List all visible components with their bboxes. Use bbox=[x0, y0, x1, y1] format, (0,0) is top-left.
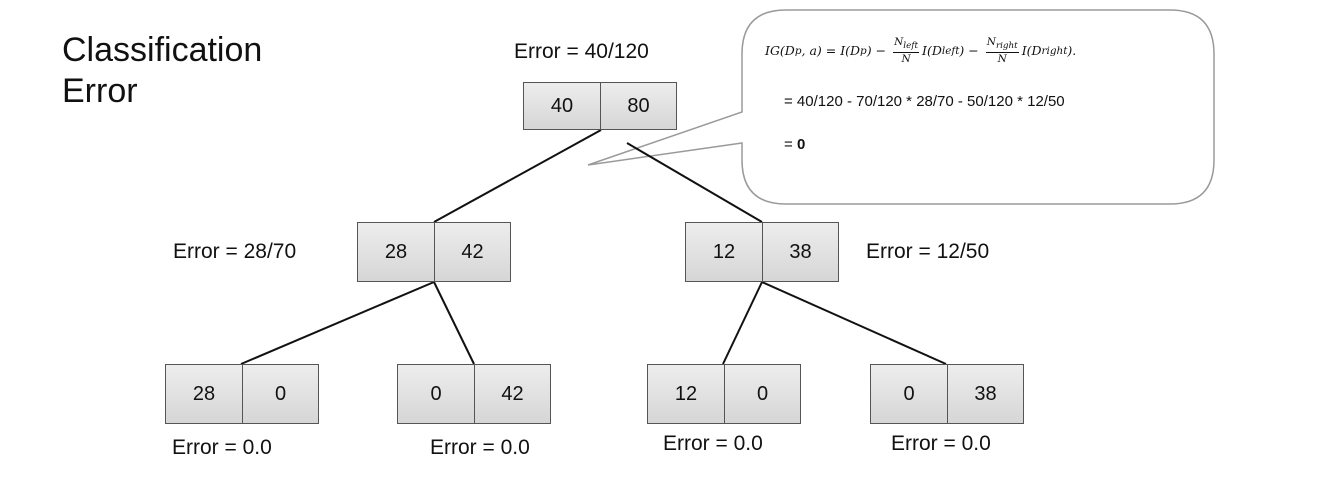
formula-sub: left bbox=[941, 44, 960, 57]
root-error-label: Error = 40/120 bbox=[514, 40, 649, 63]
formula-text: ) bbox=[959, 43, 965, 59]
fraction-left: Nleft N bbox=[893, 36, 920, 66]
left-child-left-count: 28 bbox=[384, 240, 408, 263]
edge-right-leaf4 bbox=[761, 281, 947, 365]
title-line-2: Error bbox=[62, 72, 138, 110]
leaf-node-3: 12 0 bbox=[647, 364, 801, 424]
result-prefix: = bbox=[784, 136, 793, 153]
leaf-1-right-count: 0 bbox=[242, 365, 318, 423]
edge-left-leaf2 bbox=[433, 281, 475, 365]
edge-right-leaf3 bbox=[722, 281, 763, 365]
formula-minus: − bbox=[968, 43, 979, 59]
leaf-1-left-count: 28 bbox=[192, 382, 216, 405]
page-title: Classification Error bbox=[62, 30, 262, 112]
left-child-error-label: Error = 28/70 bbox=[173, 240, 297, 263]
callout-computation: = 40/120 - 70/120 * 28/70 - 50/120 * 12/… bbox=[784, 93, 1065, 110]
root-right-count: 80 bbox=[600, 83, 676, 129]
leaf-4-right-count: 38 bbox=[947, 365, 1023, 423]
formula-text: I(D bbox=[922, 43, 942, 59]
left-child-node: 28 42 bbox=[357, 222, 511, 282]
formula-text: N bbox=[986, 36, 996, 48]
leaf-4-left-count: 0 bbox=[903, 382, 915, 405]
edge-root-right bbox=[626, 142, 763, 223]
formula-minus: − bbox=[875, 43, 887, 59]
formula-lhs: IG(D bbox=[765, 43, 795, 59]
leaf-node-4: 0 38 bbox=[870, 364, 1024, 424]
leaf-3-left-count: 12 bbox=[674, 382, 698, 405]
formula-sub: p bbox=[794, 44, 802, 57]
leaf-2-left-count: 0 bbox=[430, 382, 442, 405]
fraction-right: Nright N bbox=[985, 36, 1019, 66]
leaf-node-2: 0 42 bbox=[397, 364, 551, 424]
leaf-1-error-label: Error = 0.0 bbox=[172, 436, 272, 459]
leaf-3-error-label: Error = 0.0 bbox=[663, 432, 763, 455]
formula-text: ). bbox=[1067, 43, 1077, 59]
right-child-node: 12 38 bbox=[685, 222, 839, 282]
formula-sub: p bbox=[860, 44, 867, 57]
formula-text: N bbox=[894, 36, 904, 48]
leaf-4-error-label: Error = 0.0 bbox=[891, 432, 991, 455]
title-line-1: Classification bbox=[62, 31, 263, 69]
right-child-error-label: Error = 12/50 bbox=[866, 240, 990, 263]
formula-text: I(D bbox=[1021, 43, 1042, 59]
formula-text: N bbox=[901, 53, 911, 66]
right-child-right-count: 38 bbox=[762, 223, 838, 281]
root-node: 40 80 bbox=[523, 82, 677, 130]
leaf-node-1: 28 0 bbox=[165, 364, 319, 424]
formula-text: , a) = I(D bbox=[801, 43, 861, 59]
formula-sub: right bbox=[1041, 44, 1068, 57]
root-left-count: 40 bbox=[550, 94, 574, 117]
leaf-2-right-count: 42 bbox=[474, 365, 550, 423]
result-value: 0 bbox=[796, 136, 806, 153]
edge-left-leaf1 bbox=[240, 281, 435, 365]
right-child-left-count: 12 bbox=[712, 240, 736, 263]
formula-sub: right bbox=[995, 41, 1018, 52]
formula-text: N bbox=[997, 53, 1007, 66]
callout-bubble bbox=[587, 9, 1215, 205]
callout-result: = 0 bbox=[784, 136, 805, 153]
edge-root-left bbox=[433, 129, 602, 223]
leaf-3-right-count: 0 bbox=[724, 365, 800, 423]
left-child-right-count: 42 bbox=[434, 223, 510, 281]
formula-sub: left bbox=[903, 41, 919, 52]
leaf-2-error-label: Error = 0.0 bbox=[430, 436, 530, 459]
formula-text: ) bbox=[866, 43, 872, 59]
